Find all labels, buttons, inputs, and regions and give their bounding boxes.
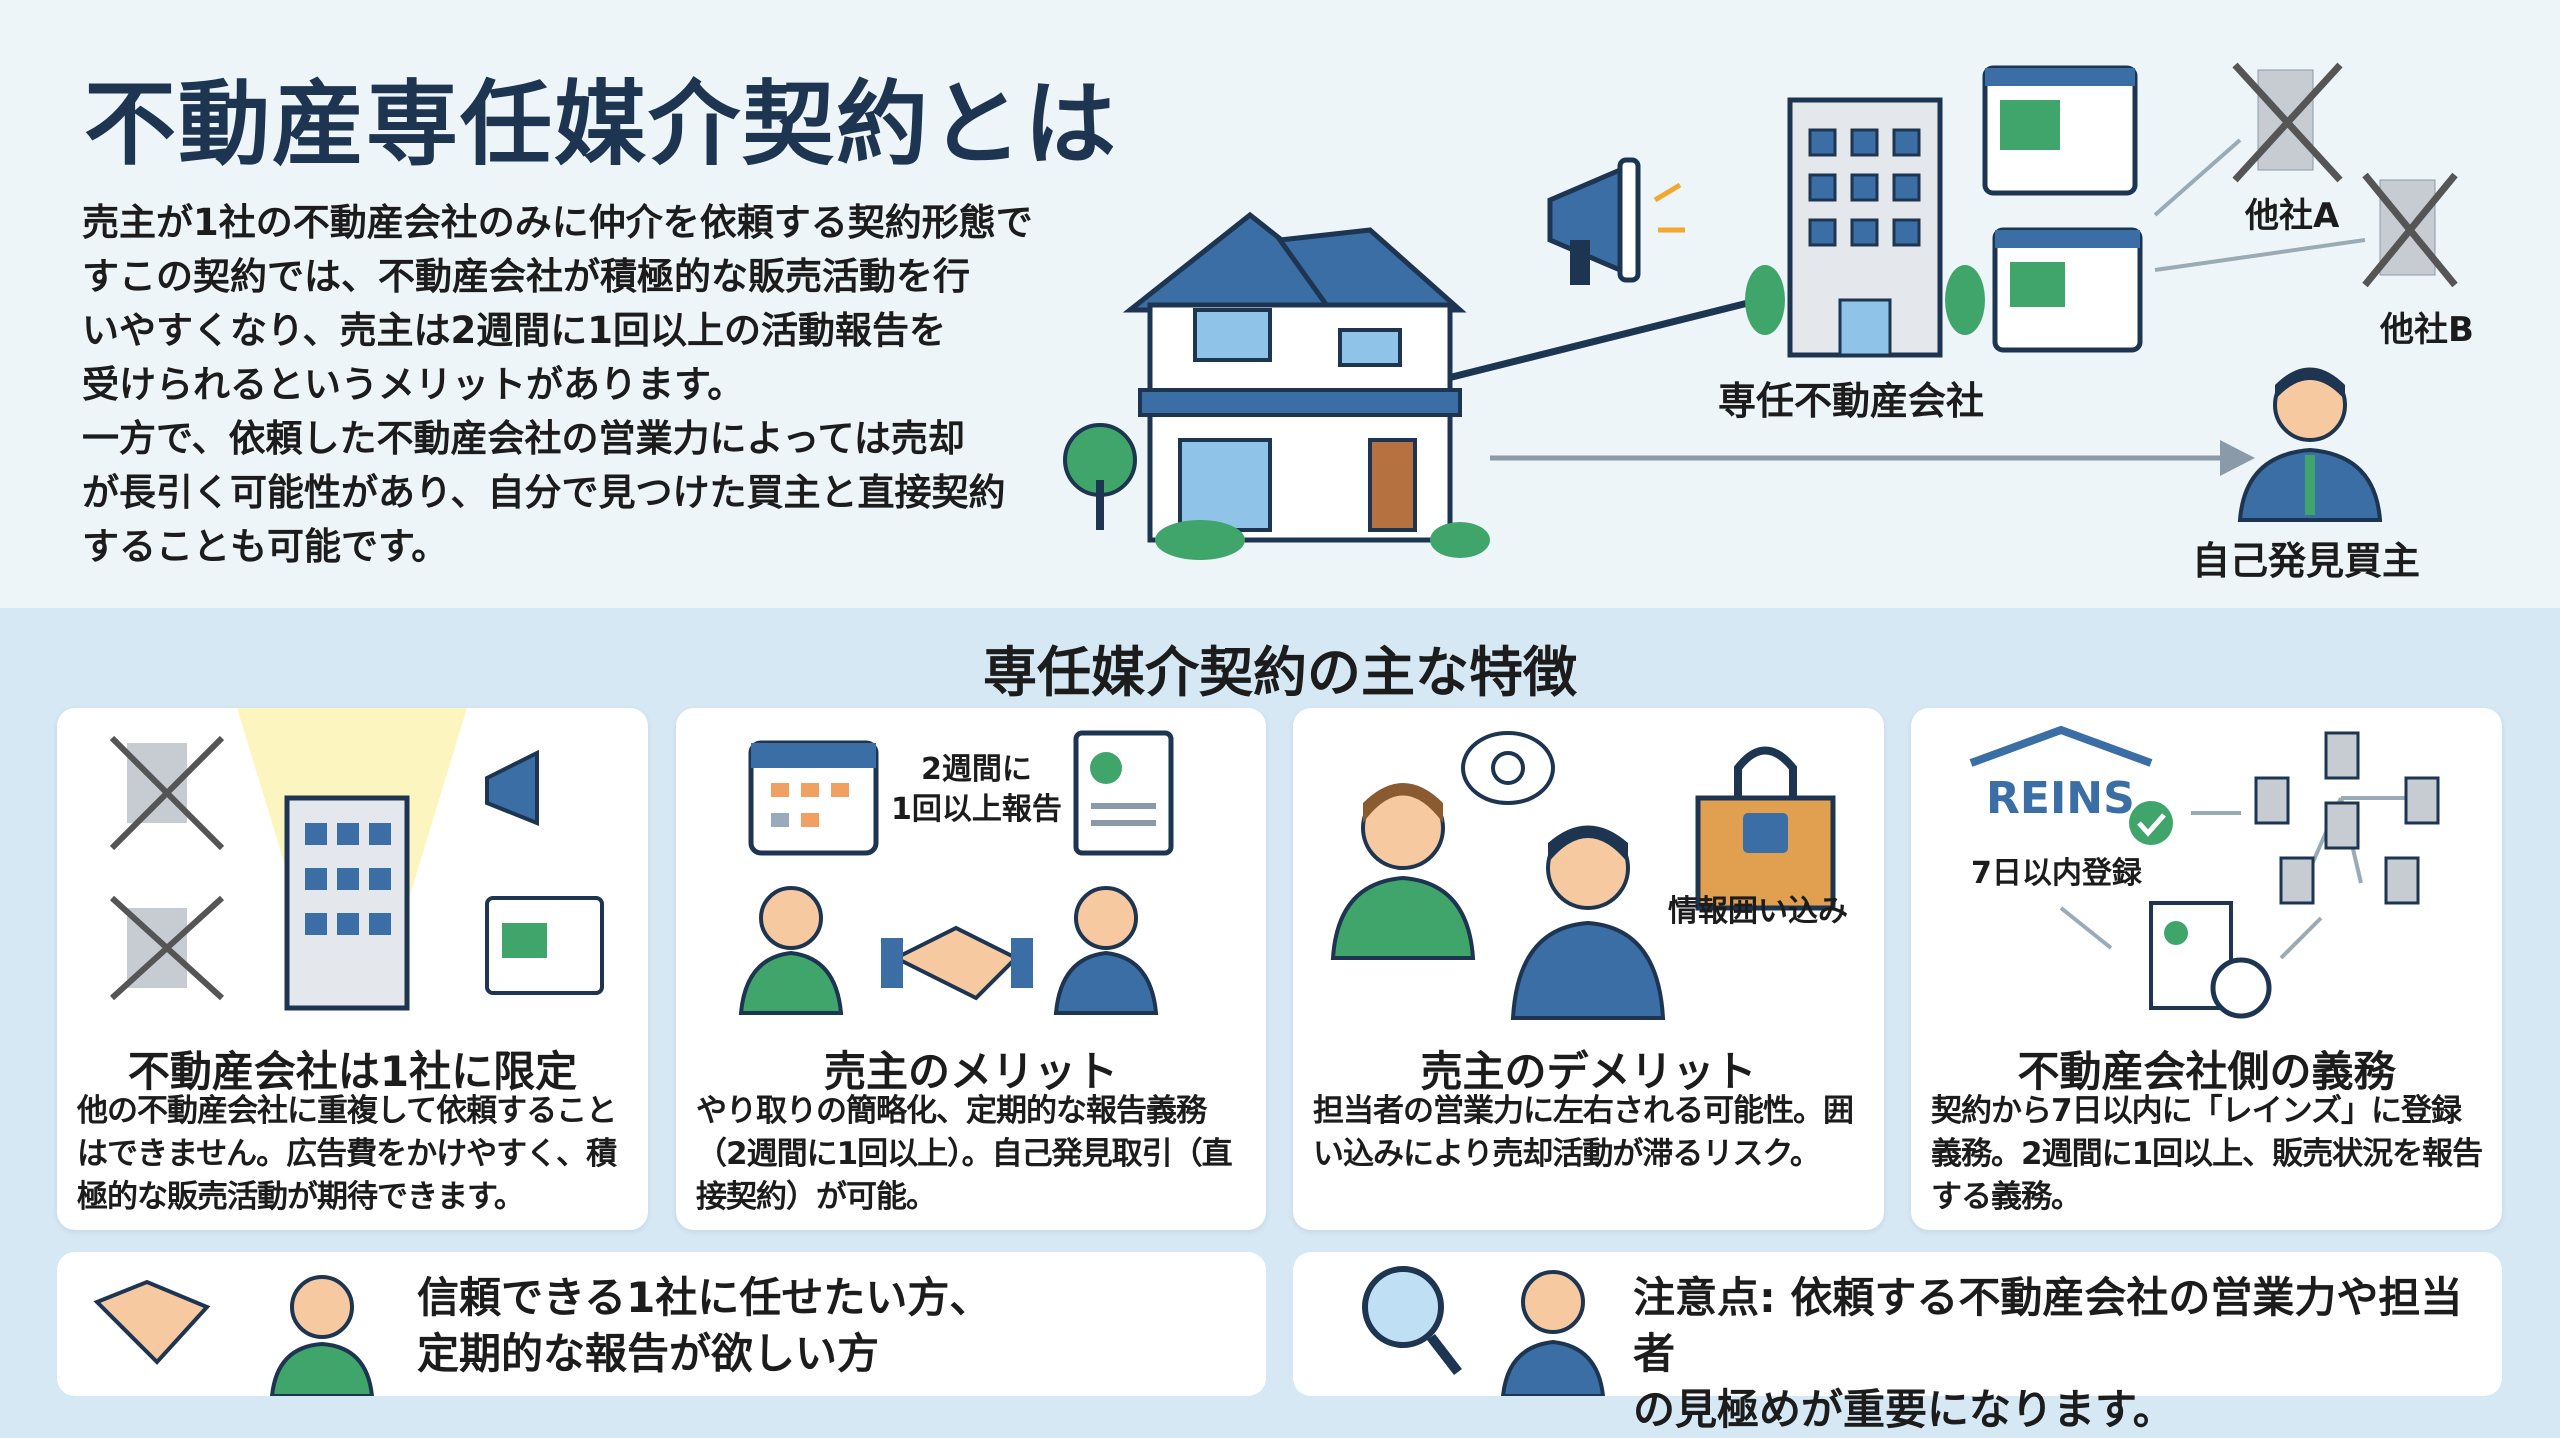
other-company-a-label: 他社A — [2245, 196, 2340, 236]
magnifier-agent-illustration — [1362, 1266, 1606, 1396]
handshake-icon — [881, 925, 1033, 1001]
buyer-label: 自己発見買主 — [2192, 539, 2421, 583]
locked-box-icon — [1695, 746, 1836, 911]
intro-line: いやすくなり、売主は2週間に1回以上の活動報告を — [82, 309, 947, 352]
arrow-head-icon — [2220, 440, 2255, 476]
intro-line: すこの契約では、不動産会社が積極的な販売活動を行 — [82, 255, 970, 298]
handshake-icon — [93, 1279, 211, 1365]
woman-avatar-icon — [269, 1275, 375, 1396]
card-body: 他の不動産会社に重複して依頼することはできません。広告費をかけやすく、積極的な販… — [77, 1093, 617, 1215]
text-line: 定期的な報告が欲しい方 — [417, 1329, 880, 1378]
caution-card: 注意点: 依頼する不動産会社の営業力や担当者の見極めが重要になります。 — [1293, 1252, 2502, 1434]
reins-roof-icon — [1969, 725, 2153, 767]
check-icon — [2129, 801, 2173, 845]
seller-merit-illustration — [738, 730, 1174, 1015]
text-line: 注意点: 依頼する不動産会社の営業力や担当者 — [1633, 1273, 2463, 1378]
buyer-avatar-icon — [2237, 367, 2383, 522]
card-body: 担当者の営業力に左右される可能性。囲い込みにより売却活動が滞るリスク。 — [1313, 1093, 1854, 1172]
page-title: 不動産専任媒介契約とは — [84, 71, 1119, 178]
card-body: やり取りの簡略化、定期的な報告義務（2週間に1回以上）。自己発見取引（直接契約）… — [696, 1093, 1233, 1215]
worried-seller-icon — [1330, 783, 1476, 960]
card-agency-obligation: REINS 7日以内登録 不動産会社側の義務 契約から7日以内に「レインズ」に登… — [1911, 708, 2502, 1230]
seller-demerit-illustration — [1330, 731, 1836, 1020]
connector-line — [1439, 296, 1761, 384]
intro-line: 売主が1社の不動産会社のみに仲介を依頼する契約形態で — [82, 201, 1033, 244]
web-ad-icon — [1982, 65, 2143, 353]
intro-line: 一方で、依頼した不動産会社の営業力によっては売却 — [82, 417, 965, 460]
card-single-agency: 不動産会社は1社に限定 他の不動産会社に重複して依頼することはできません。広告費… — [57, 708, 648, 1230]
card-title: 不動産会社は1社に限定 — [127, 1047, 578, 1096]
magnifier-icon — [1362, 1266, 1462, 1376]
intro-line: 受けられるというメリットがあります。 — [82, 363, 745, 406]
agent-avatar-icon — [1500, 1270, 1606, 1396]
house-icon — [1063, 211, 1490, 560]
other-company-crossed-icon — [2232, 62, 2458, 288]
handshake-person-illustration — [93, 1275, 375, 1396]
badge-line: 1回以上報告 — [891, 792, 1062, 827]
caution-text: 注意点: 依頼する不動産会社の営業力や担当者の見極めが重要になります。 — [1633, 1270, 2502, 1438]
thought-bubble-icon — [1461, 731, 1555, 805]
card-title: 不動産会社側の義務 — [2017, 1047, 2396, 1096]
intro-line: することも可能です。 — [82, 525, 449, 568]
text-line: の見極めが重要になります。 — [1633, 1385, 2175, 1434]
relationship-diagram — [1063, 62, 2458, 560]
reins-logo: REINS — [1986, 773, 2135, 824]
worried-agent-icon — [1510, 825, 1666, 1020]
megaphone-icon — [1547, 157, 1685, 285]
report-icon — [1073, 730, 1174, 856]
registration-label: 7日以内登録 — [1971, 856, 2142, 891]
intro-line: が長引く可能性があり、自分で見つけた買主と直接契約 — [82, 471, 1006, 514]
card-title: 売主のデメリット — [1420, 1047, 1757, 1096]
agent-avatar-icon — [1053, 886, 1159, 1015]
recommended-for-card: 信頼できる1社に任せたい方、定期的な報告が欲しい方 — [57, 1252, 1266, 1396]
intro-text: 売主が1社の不動産会社のみに仲介を依頼する契約形態で すこの契約では、不動産会社… — [82, 196, 1042, 574]
text-line: 信頼できる1社に任せたい方、 — [417, 1273, 992, 1322]
recommendation-text: 信頼できる1社に任せたい方、定期的な報告が欲しい方 — [417, 1270, 991, 1382]
report-frequency-badge: 2週間に 1回以上報告 — [891, 750, 1062, 830]
other-company-b-label: 他社B — [2380, 310, 2474, 350]
card-body: 契約から7日以内に「レインズ」に登録義務。2週間に1回以上、販売状況を報告する義… — [1931, 1093, 2483, 1215]
single-agency-illustration — [109, 708, 604, 1011]
section-title: 専任媒介契約の主な特徴 — [983, 641, 1577, 704]
agency-obligation-illustration — [1969, 725, 2440, 1019]
card-title: 売主のメリット — [823, 1047, 1118, 1096]
agency-label: 専任不動産会社 — [1718, 379, 1985, 423]
card-seller-demerit: 情報囲い込み 売主のデメリット 担当者の営業力に左右される可能性。囲い込みにより… — [1293, 708, 1884, 1230]
seller-avatar-icon — [738, 886, 844, 1015]
document-clock-icon — [2149, 901, 2272, 1019]
calendar-icon — [748, 740, 879, 856]
agency-building-icon — [1745, 97, 1985, 358]
info-enclosure-label: 情報囲い込み — [1668, 894, 1848, 929]
badge-line: 2週間に — [921, 752, 1032, 787]
card-seller-merit: 2週間に 1回以上報告 売主のメリット やり取りの簡略化、定期的な報告義務（2週間… — [676, 708, 1266, 1230]
